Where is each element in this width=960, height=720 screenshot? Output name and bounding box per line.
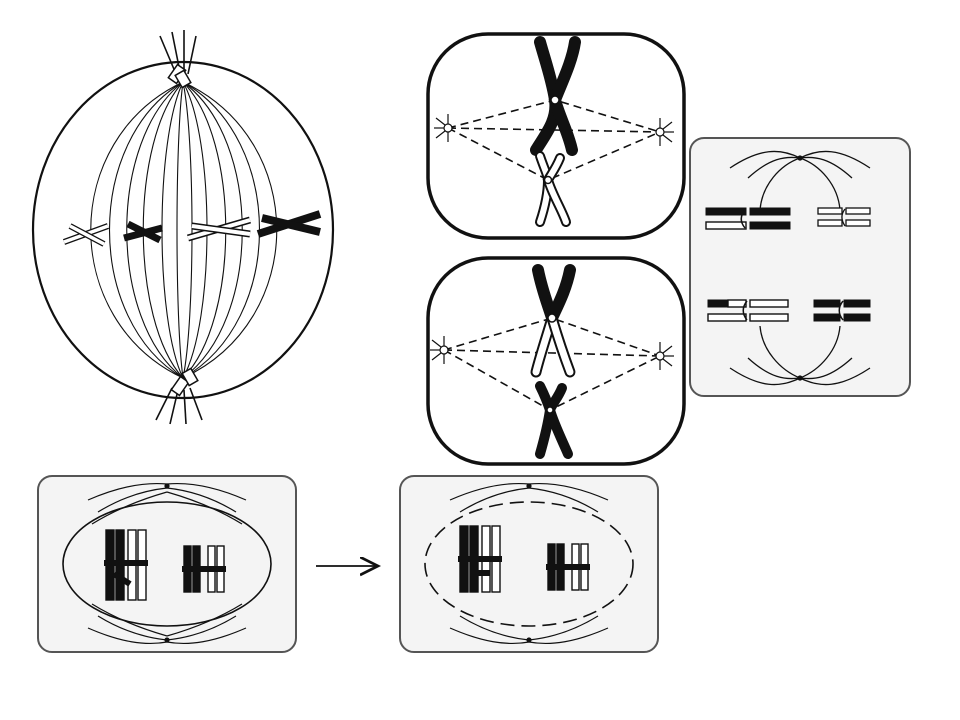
- chromosome-2: [123, 220, 163, 244]
- metaphase-cell-a: [426, 32, 686, 240]
- prophase-box-1-frame: [37, 475, 297, 653]
- prophase-box-2: [399, 475, 659, 653]
- metaphase-spindle-cell: [31, 30, 335, 425]
- cell-b-outline: [426, 256, 686, 466]
- prophase-box-1: [37, 475, 297, 653]
- centriole-top: [167, 63, 192, 89]
- cell-b-chromosome-small: [535, 381, 573, 459]
- anaphase-chromosome-lower-right: [813, 299, 871, 322]
- chromosome-1: [62, 223, 110, 247]
- metaphase-cell-b: [426, 256, 686, 466]
- prophase-box-1-tetrad-right: [182, 545, 226, 593]
- cell-a-chromosome-large: [530, 36, 581, 156]
- cell-b-aster-right: [655, 342, 674, 370]
- prophase-box-2-tetrad-left: [458, 525, 502, 593]
- astral-rays-bottom: [155, 387, 203, 425]
- centriole-bottom: [170, 367, 199, 397]
- prophase-box-2-fibers-bottom: [449, 615, 609, 645]
- cell-a-aster-left: [434, 114, 453, 142]
- anaphase-box: [689, 137, 911, 397]
- cell-a-chromosome-small: [535, 151, 571, 227]
- prophase-box-1-tetrad-left: [104, 529, 148, 601]
- anaphase-box-frame: [689, 137, 911, 397]
- prophase-box-1-fibers-bottom: [87, 603, 247, 645]
- cell-b-aster-left: [430, 336, 449, 364]
- prophase-box-2-fibers-top: [449, 482, 609, 513]
- prophase-box-1-nucleus: [62, 501, 272, 627]
- cell-a-outline: [426, 32, 686, 240]
- anaphase-fibers-bottom: [729, 325, 871, 386]
- anaphase-chromosome-lower-left: [707, 299, 789, 322]
- prophase-box-2-tetrad-right: [546, 543, 590, 591]
- anaphase-fibers-top: [729, 150, 871, 211]
- spindle-fibers: [90, 81, 278, 379]
- anaphase-chromosome-upper-right: [817, 207, 871, 227]
- anaphase-chromosome-upper-left: [705, 207, 791, 230]
- prophase-box-2-frame: [399, 475, 659, 653]
- chromosome-3: [187, 216, 251, 242]
- cell-a-aster-right: [655, 118, 674, 146]
- cell-membrane: [31, 60, 335, 400]
- cell-b-chromosome-large: [530, 264, 576, 378]
- prophase-box-2-nucleus-breaking: [424, 501, 634, 627]
- chromosome-4: [256, 210, 322, 238]
- prophase-box-1-fibers-top: [87, 482, 247, 525]
